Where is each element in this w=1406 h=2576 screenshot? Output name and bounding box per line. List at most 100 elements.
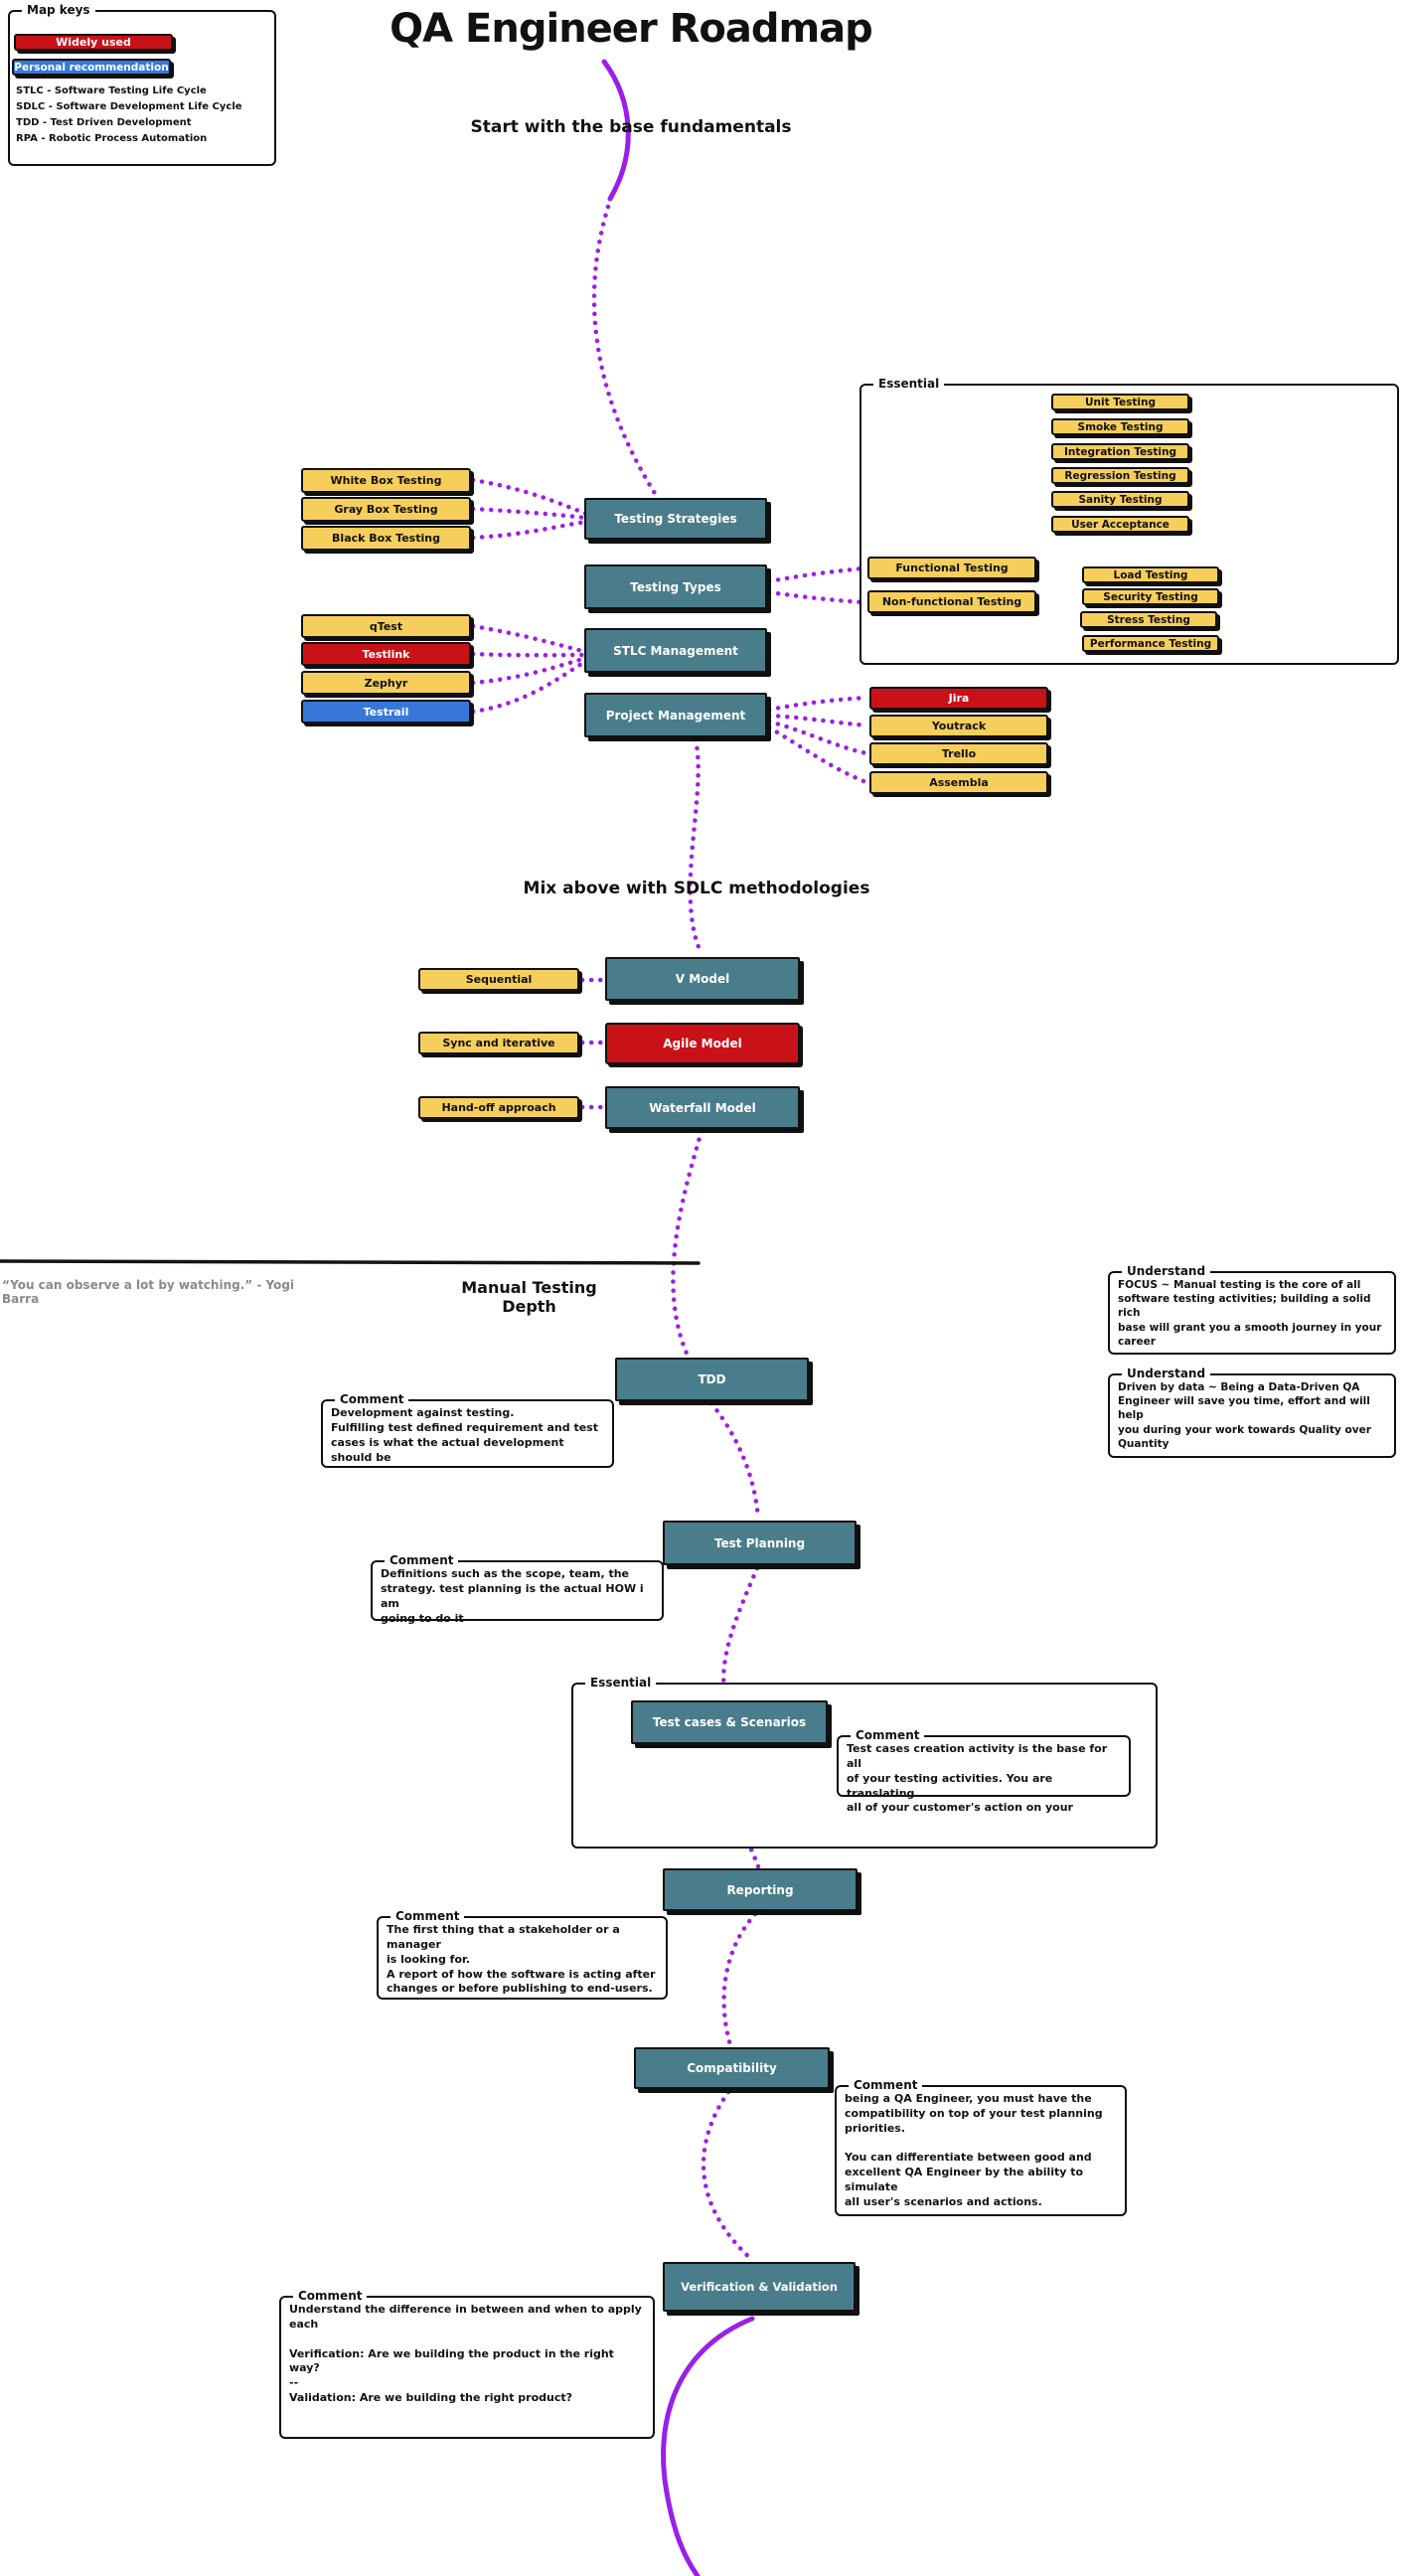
node-youtrack[interactable]: Youtrack xyxy=(869,715,1048,737)
node-regression-testing[interactable]: Regression Testing xyxy=(1051,467,1189,484)
wire-waterfall-tdd xyxy=(671,1128,704,1359)
heading-manual: Manual Testing Depth xyxy=(461,1278,597,1316)
node-test-cases[interactable]: Test cases & Scenarios xyxy=(631,1700,828,1744)
comment-tdd-text: Development against testing. Fulfilling … xyxy=(331,1406,598,1464)
node-compatibility[interactable]: Compatibility xyxy=(634,2047,830,2089)
section-divider xyxy=(0,1259,701,1265)
node-testrail[interactable]: Testrail xyxy=(301,700,471,724)
comment-test-cases-label: Comment xyxy=(851,1728,925,1742)
map-keys-box: Map keys Widely used Personal recommenda… xyxy=(8,3,276,166)
comment-verification-validation-label: Comment xyxy=(293,2289,368,2303)
node-test-planning[interactable]: Test Planning xyxy=(663,1521,857,1565)
comment-verification-validation-text: Understand the difference in between and… xyxy=(289,2303,642,2405)
node-white-box[interactable]: White Box Testing xyxy=(301,468,471,493)
node-performance-testing[interactable]: Performance Testing xyxy=(1082,635,1219,652)
node-load-testing[interactable]: Load Testing xyxy=(1082,566,1219,583)
comment-reporting-label: Comment xyxy=(391,1909,465,1923)
comment-tdd: Comment Development against testing. Ful… xyxy=(321,1392,614,1468)
wire-types-functional xyxy=(766,565,865,584)
essential-group-manual-label: Essential xyxy=(585,1676,657,1690)
node-sequential[interactable]: Sequential xyxy=(418,968,579,991)
wire-blackbox xyxy=(470,519,589,541)
node-jira[interactable]: Jira xyxy=(869,687,1048,710)
node-v-model[interactable]: V Model xyxy=(605,957,800,1001)
node-reporting[interactable]: Reporting xyxy=(663,1868,858,1911)
wire-pm-jira xyxy=(766,695,869,713)
comment-reporting-text: The first thing that a stakeholder or a … xyxy=(387,1923,656,1996)
node-integration-testing[interactable]: Integration Testing xyxy=(1051,443,1189,460)
node-non-functional-testing[interactable]: Non-functional Testing xyxy=(867,590,1036,613)
comment-verification-validation: Comment Understand the difference in bet… xyxy=(279,2289,655,2439)
legend-tdd: TDD - Test Driven Development xyxy=(16,117,192,128)
wire-pm-youtrack xyxy=(766,713,869,728)
node-testing-types[interactable]: Testing Types xyxy=(584,564,767,609)
map-keys-label: Map keys xyxy=(22,3,95,17)
wire-reporting-compat xyxy=(721,1911,758,2048)
node-gray-box[interactable]: Gray Box Testing xyxy=(301,497,471,522)
node-assembla[interactable]: Assembla xyxy=(869,771,1048,794)
understand-note-data: Understand Driven by data ~ Being a Data… xyxy=(1108,1367,1396,1458)
understand-note-focus-text: FOCUS ~ Manual testing is the core of al… xyxy=(1118,1279,1382,1348)
node-handoff[interactable]: Hand-off approach xyxy=(418,1096,579,1119)
node-agile-model[interactable]: Agile Model xyxy=(605,1023,800,1064)
essential-group-top-label: Essential xyxy=(873,377,945,391)
wire-compat-vv xyxy=(701,2089,755,2263)
quote-text: “You can observe a lot by watching.” - Y… xyxy=(2,1278,295,1306)
node-sync-iterative[interactable]: Sync and iterative xyxy=(418,1032,579,1054)
legend-rpa: RPA - Robotic Process Automation xyxy=(16,133,208,144)
node-testing-strategies[interactable]: Testing Strategies xyxy=(584,498,767,540)
wire-pm-vmodel xyxy=(688,736,704,957)
legend-widely-used[interactable]: Widely used xyxy=(14,34,173,51)
node-tdd[interactable]: TDD xyxy=(615,1358,809,1401)
wire-types-nonfunctional xyxy=(766,589,865,605)
page-title: QA Engineer Roadmap xyxy=(390,6,873,52)
node-project-management[interactable]: Project Management xyxy=(584,693,767,737)
comment-test-cases: Comment Test cases creation activity is … xyxy=(837,1728,1131,1814)
understand-note-focus: Understand FOCUS ~ Manual testing is the… xyxy=(1108,1264,1396,1355)
comment-test-cases-text: Test cases creation activity is the base… xyxy=(847,1742,1108,1815)
wire-testrail xyxy=(470,658,589,715)
node-smoke-testing[interactable]: Smoke Testing xyxy=(1051,418,1189,435)
node-functional-testing[interactable]: Functional Testing xyxy=(867,557,1036,579)
wire-testlink xyxy=(470,651,589,658)
wire-bottom-solid xyxy=(661,2316,755,2576)
node-sanity-testing[interactable]: Sanity Testing xyxy=(1051,491,1189,508)
wire-whitebox xyxy=(470,477,589,517)
comment-compatibility-label: Comment xyxy=(849,2078,923,2092)
understand-note-data-text: Driven by data ~ Being a Data-Driven QA … xyxy=(1118,1381,1371,1450)
node-zephyr[interactable]: Zephyr xyxy=(301,671,471,695)
node-stress-testing[interactable]: Stress Testing xyxy=(1080,611,1217,628)
node-user-acceptance[interactable]: User Acceptance xyxy=(1051,516,1189,533)
comment-reporting: Comment The first thing that a stakehold… xyxy=(377,1909,668,2000)
comment-tdd-label: Comment xyxy=(335,1392,409,1406)
comment-test-planning-label: Comment xyxy=(385,1553,459,1567)
wire-zephyr xyxy=(470,655,589,686)
node-waterfall-model[interactable]: Waterfall Model xyxy=(605,1086,800,1129)
node-trello[interactable]: Trello xyxy=(869,742,1048,765)
wire-planning-cases xyxy=(720,1565,760,1701)
wire-qtest xyxy=(470,623,589,655)
comment-test-planning: Comment Definitions such as the scope, t… xyxy=(371,1553,664,1625)
wire-heading-strategies xyxy=(591,204,659,498)
wire-tdd-planning xyxy=(708,1400,761,1522)
heading-sdlc: Mix above with SDLC methodologies xyxy=(523,879,870,898)
comment-compatibility-text: being a QA Engineer, you must have the c… xyxy=(845,2092,1103,2208)
node-unit-testing[interactable]: Unit Testing xyxy=(1051,394,1189,410)
node-qtest[interactable]: qTest xyxy=(301,614,471,638)
wire-graybox xyxy=(470,506,589,521)
node-security-testing[interactable]: Security Testing xyxy=(1082,588,1219,605)
wire-pm-assembla xyxy=(766,724,869,785)
comment-compatibility: Comment being a QA Engineer, you must ha… xyxy=(835,2078,1127,2216)
node-stlc-management[interactable]: STLC Management xyxy=(584,628,767,673)
understand-note-focus-label: Understand xyxy=(1122,1264,1211,1278)
heading-fundamentals: Start with the base fundamentals xyxy=(470,117,792,137)
legend-personal-recommendation[interactable]: Personal recommendation xyxy=(12,59,171,76)
node-black-box[interactable]: Black Box Testing xyxy=(301,526,471,551)
node-testlink[interactable]: Testlink xyxy=(301,642,471,666)
comment-test-planning-text: Definitions such as the scope, team, the… xyxy=(381,1567,644,1625)
understand-note-data-label: Understand xyxy=(1122,1367,1211,1380)
wire-pm-trello xyxy=(766,719,869,756)
node-verification-validation[interactable]: Verification & Validation xyxy=(663,2262,856,2312)
legend-stlc: STLC - Software Testing Life Cycle xyxy=(16,85,207,96)
